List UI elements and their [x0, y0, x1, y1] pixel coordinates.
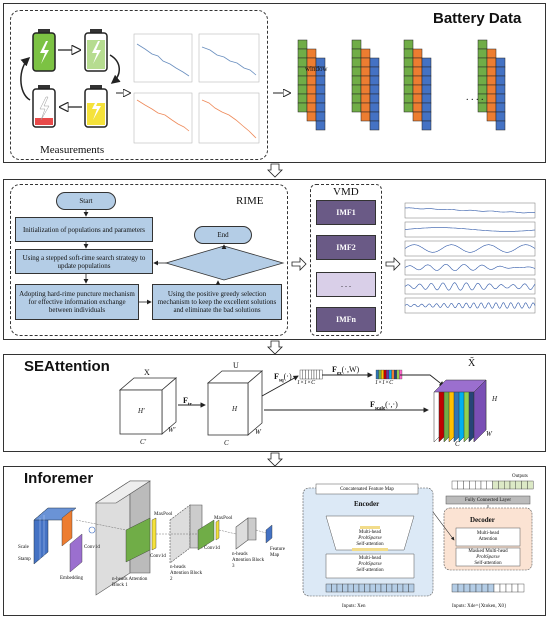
se-w-u: W [255, 428, 261, 436]
imf-box-1: IMF1 [316, 200, 376, 225]
decoder-label: Decoder [470, 516, 495, 524]
dec-top-line1: Multi-head [476, 531, 500, 536]
imf-box-ellipsis: . . . [316, 272, 376, 297]
dec-bot-line3: Self-attention [474, 561, 502, 566]
se-ftr-label: Ftr [183, 396, 192, 408]
dec-bot-line2: ProbSparse [476, 555, 500, 560]
measurements-frame [10, 10, 268, 160]
se-c-prime: C' [140, 438, 147, 446]
dec-bottom-attn: Masked Multi-head ProbSparse Self-attent… [456, 549, 520, 567]
dec-top-attn: Multi-head Attention [456, 531, 520, 543]
fex-arg: (·,W) [341, 365, 360, 374]
se-xhat-label: X̃ [468, 358, 476, 369]
informer-scale-label: Scale [18, 545, 29, 550]
fsq-sub: sq [278, 378, 284, 384]
informer-maxpool-b: MaxPool [214, 516, 233, 521]
imf-box-n: IMFn [316, 307, 376, 332]
ftr-f: F [183, 396, 188, 405]
informer-embedding-label: Embedding [60, 576, 84, 581]
rime-termination-text: If termination reached [192, 259, 256, 267]
enc-top-line3: Self-attention [356, 542, 384, 547]
informer-block1-label: n-heads Attention Block 1 [112, 577, 148, 588]
se-w-out: W [486, 430, 492, 438]
enc-top-attn: Multi-head ProbSparse Self-attention [336, 530, 404, 548]
imf-box-2: IMF2 [316, 235, 376, 260]
se-c-out: C [455, 440, 460, 448]
rime-puncture-step: Adopting hard-rime puncture mechanism fo… [15, 284, 139, 320]
fscale-f: F [370, 400, 375, 409]
fex-f: F [332, 365, 337, 374]
enc-top-line2: ProbSparse [358, 536, 382, 541]
se-h-u: H [232, 405, 238, 413]
se-h-out: H [492, 395, 498, 403]
rime-init-step: Initialization of populations and parame… [15, 217, 153, 242]
fscale-arg: (·,·) [385, 400, 398, 409]
se-h-prime: H' [138, 407, 145, 415]
fex-sub: ex [336, 371, 342, 377]
rime-start: Start [56, 192, 116, 210]
informer-stamp-label: Stamp [18, 557, 31, 562]
se-u-label: U [233, 361, 239, 370]
concat-map-label: Concatenated Feature Map [340, 486, 394, 492]
informer-title: Inforemer [24, 470, 94, 487]
encoder-label: Encoder [354, 500, 380, 508]
rime-end: End [194, 226, 252, 244]
vmd-title: VMD [333, 186, 359, 198]
se-dims-1: 1×1×C [297, 380, 316, 386]
se-x-label: X [144, 368, 150, 377]
rime-greedy-step: Using the positive greedy selection mech… [152, 284, 282, 320]
vmd-frame [310, 184, 382, 336]
outputs-label: Outputs [512, 474, 528, 479]
fully-connected-label: Fully Connected Layer [464, 497, 512, 503]
informer-feature-map-label: Feature Map [270, 547, 285, 558]
se-fex-label: Fex(·,W) [332, 365, 359, 377]
se-dims-2: 1×1×C [375, 380, 394, 386]
informer-block2-label: n-heads Attention Block 2 [170, 565, 203, 582]
informer-maxpool-a: MaxPool [154, 512, 173, 517]
window-label: window [305, 65, 328, 73]
informer-conv1d-b: Conv1d [150, 554, 166, 559]
informer-conv1d-c: Conv1d [204, 546, 220, 551]
rime-frame [10, 184, 288, 336]
se-w-prime: W' [168, 426, 176, 434]
se-fsq-label: Fsq(·) [274, 372, 292, 384]
informer-conv1d-a: Conv1d [84, 545, 100, 550]
enc-top-line1: Multi-head [358, 530, 382, 535]
fscale-sub: scale [374, 406, 386, 412]
dec-top-line2: Attention [478, 537, 498, 542]
informer-block3-label: n-heads Attention Block 3 [232, 552, 265, 569]
dec-bot-line1: Masked Multi-head [468, 549, 508, 554]
fsq-f: F [274, 372, 279, 381]
se-c-u: C [224, 439, 229, 447]
enc-bottom-attn: Multi-head ProbSparse Self-attention [336, 556, 404, 574]
battery-data-title: Battery Data [433, 10, 522, 27]
decoder-inputs-label: Inputs: Xde={Xtoken, X0} [452, 604, 507, 609]
enc-bot-line2: ProbSparse [358, 562, 382, 567]
se-fscale-label: Fscale(·,·) [370, 400, 398, 412]
seattention-title: SEAttention [24, 358, 110, 375]
enc-bot-line3: Self-attention [356, 568, 384, 573]
fsq-arg: (·) [283, 372, 292, 381]
window-ellipsis: . . . . [466, 92, 484, 103]
rime-search-step: Using a stepped soft-rime search strateg… [15, 249, 153, 274]
measurements-label: Measurements [40, 144, 105, 156]
rime-title: RIME [236, 195, 264, 207]
ftr-sub: tr [187, 402, 192, 408]
enc-bot-line1: Multi-head [358, 556, 382, 561]
encoder-inputs-label: Inputs: Xen [342, 604, 366, 609]
